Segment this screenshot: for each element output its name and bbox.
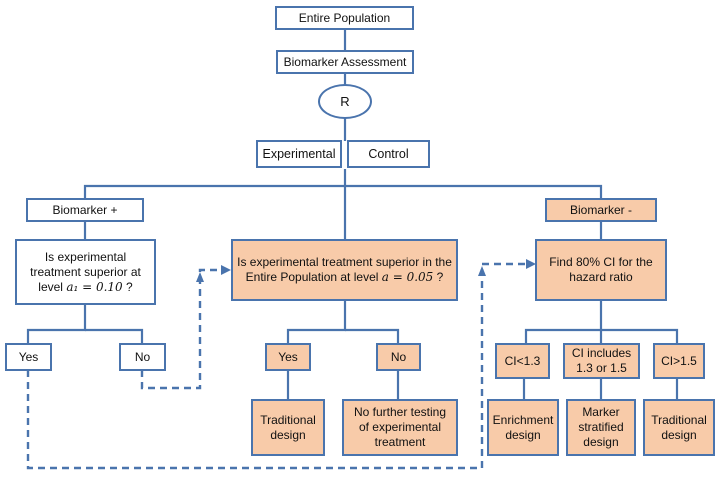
experimental-label: Experimental [262,146,336,161]
arrowhead-entire [221,265,231,275]
arrowhead-ci [526,259,536,269]
experimental-arm-box: Experimental [256,140,342,168]
yes-middle-label: Yes [278,349,298,364]
ci-includes-line-1: CI includes [571,346,632,360]
traditional-right-line-2: design [661,427,697,442]
marker-line-2: stratified [578,420,624,434]
entire-population-label: Entire Population [298,10,391,25]
biomarker-positive-label: Biomarker + [52,202,118,217]
enrichment-design-box: Enrichment design [487,399,559,456]
entire-population-question: Is experimental treatment superior in th… [237,255,452,285]
alpha-one-math: a₁ = 0.10 [66,279,123,294]
yes-left-box: Yes [5,343,52,371]
confidence-interval-text: Find 80% CI for the hazard ratio [549,255,652,285]
biomarker-positive-question-box: Is experimental treatment superior at le… [15,239,156,305]
entire-population-box: Entire Population [275,6,414,30]
control-arm-box: Control [347,140,430,168]
no-further-line-2: of experimental [358,420,442,434]
connector-question-no [85,328,144,344]
marker-stratified-design-text: Marker stratified design [578,405,623,450]
enrichment-line-2: design [505,427,541,442]
traditional-design-right-text: Traditional design [651,413,707,443]
yes-left-label: Yes [18,349,39,364]
arrowhead-up-left [196,272,204,282]
traditional-middle-line-2: design [270,427,306,442]
ci-includes-box: CI includes 1.3 or 1.5 [563,343,640,379]
biomarker-negative-label: Biomarker - [569,202,632,217]
entire-population-question-box: Is experimental treatment superior in th… [231,239,458,301]
ci-includes-line-2: 1.3 or 1.5 [576,361,627,375]
biomarker-assessment-box: Biomarker Assessment [276,50,414,74]
biomarker-negative-box: Biomarker - [545,198,657,222]
no-middle-box: No [376,343,421,371]
biomarker-positive-box: Biomarker + [26,198,144,222]
control-label: Control [368,146,409,161]
no-further-line-1: No further testing [353,405,447,419]
connector-entire-no [345,328,400,344]
connector-branch-bar [83,184,603,199]
randomization-node: R [318,84,372,119]
connector-ci-gt [601,328,679,344]
ci-less-than-box: CI<1.3 [495,343,550,379]
traditional-design-middle-text: Traditional design [260,413,316,443]
biomarker-assessment-label: Biomarker Assessment [283,54,407,69]
enrichment-line-1: Enrichment [492,412,554,427]
confidence-interval-box: Find 80% CI for the hazard ratio [535,239,667,301]
connector-ci-lt [524,300,603,344]
enrichment-design-text: Enrichment design [493,413,554,443]
traditional-middle-line-1: Traditional [260,412,316,427]
ci-line-2: hazard ratio [569,270,633,284]
traditional-design-middle-box: Traditional design [251,399,325,456]
question-pos-suffix: ? [122,279,133,294]
traditional-design-right-box: Traditional design [643,399,715,456]
question-entire-line-2: Entire Population at level a = 0.05 ? [237,270,452,285]
no-middle-label: No [390,349,407,364]
dashed-yes-to-ci [26,262,528,470]
no-further-line-3: treatment [374,435,426,449]
no-left-box: No [119,343,166,371]
alpha-math: a = 0.05 [381,270,434,284]
arrowhead-up-right [478,266,486,276]
question-pos-level-text: level [38,279,67,294]
ci-greater-than-box: CI>1.5 [653,343,705,379]
ci-line-1: Find 80% CI for the [549,255,653,269]
question-pos-line-2: treatment superior at [30,264,141,279]
no-further-testing-text: No further testing of experimental treat… [354,405,446,450]
ci-includes-text: CI includes 1.3 or 1.5 [572,346,631,376]
marker-line-1: Marker [582,405,620,419]
ci-greater-than-label: CI>1.5 [661,353,697,368]
question-pos-line-3: level a₁ = 0.10 ? [30,280,141,295]
marker-line-3: design [583,435,619,449]
question-entire-line-1: Is experimental treatment superior in th… [237,255,452,269]
no-left-label: No [134,349,151,364]
connector-question-yes [26,304,87,344]
biomarker-positive-question: Is experimental treatment superior at le… [30,250,141,295]
connector-entire-yes [286,300,347,344]
ci-less-than-label: CI<1.3 [504,353,541,368]
traditional-right-line-1: Traditional [651,412,707,427]
question-pos-line-1: Is experimental [44,249,127,264]
marker-stratified-design-box: Marker stratified design [566,399,636,456]
question-entire-level-text: Entire Population at level [245,270,382,284]
no-further-testing-box: No further testing of experimental treat… [342,399,458,456]
dashed-no-to-entire [140,268,221,390]
yes-middle-box: Yes [265,343,311,371]
question-entire-suffix: ? [433,270,444,284]
randomization-label: R [340,94,350,109]
